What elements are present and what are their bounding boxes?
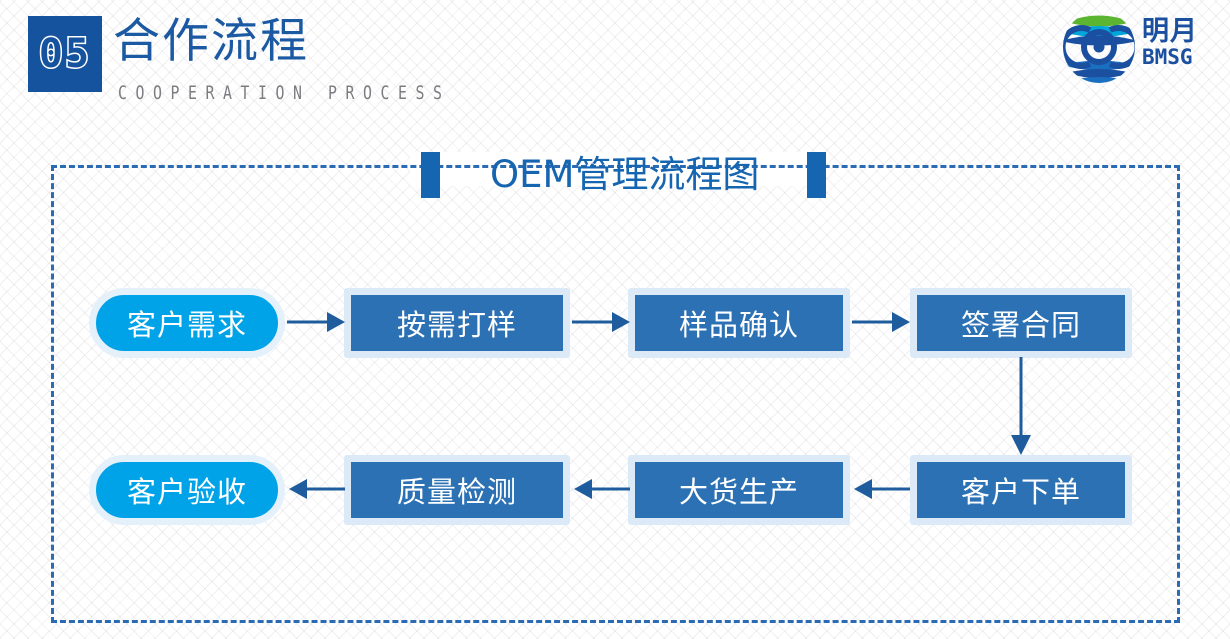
flow-node-label: 客户验收 bbox=[126, 475, 247, 509]
diagram-title-group: OEM管理流程图 bbox=[421, 147, 827, 203]
logo-wordmark: 明月 BMSG bbox=[1142, 18, 1218, 69]
flow-node-label: 样品确认 bbox=[678, 308, 799, 342]
arrow-right-icon-3 bbox=[852, 308, 912, 336]
flow-node-label: 客户需求 bbox=[126, 308, 247, 342]
arrow-left-icon-3 bbox=[287, 475, 347, 503]
flow-node-dahuoshengchan[interactable]: 大货生产 bbox=[628, 455, 850, 525]
flow-node-yangpinqueren[interactable]: 样品确认 bbox=[628, 288, 850, 358]
flow-node-label: 大货生产 bbox=[678, 475, 799, 509]
arrow-left-icon-2 bbox=[572, 475, 632, 503]
flow-node-label: 质量检测 bbox=[396, 475, 517, 509]
page-title: 合作流程 bbox=[113, 14, 309, 69]
flow-node-zhiliangjiance[interactable]: 质量检测 bbox=[344, 455, 570, 525]
flow-node-label: 按需打样 bbox=[396, 308, 517, 342]
slide-header: 05 合作流程 COOPERATION PROCESS bbox=[0, 0, 1230, 120]
title-accent-bar-right-icon bbox=[807, 152, 827, 198]
section-number-text: 05 bbox=[37, 30, 92, 79]
logo-chinese-name: 明月 bbox=[1142, 16, 1198, 47]
brand-logo: 明月 BMSG bbox=[1060, 6, 1220, 88]
logo-english-name: BMSG bbox=[1142, 45, 1193, 69]
flow-node-kehuxuqiu[interactable]: 客户需求 bbox=[89, 288, 285, 358]
diagram-title: OEM管理流程图 bbox=[490, 153, 760, 196]
page-subtitle: COOPERATION PROCESS bbox=[118, 82, 451, 104]
flow-node-anxudayang[interactable]: 按需打样 bbox=[344, 288, 570, 358]
title-accent-bar-left-icon bbox=[421, 152, 440, 198]
globe-logo-icon bbox=[1060, 8, 1138, 86]
flow-node-label: 签署合同 bbox=[960, 308, 1081, 342]
arrow-down-icon bbox=[1005, 357, 1037, 457]
flow-node-kehuyanshou[interactable]: 客户验收 bbox=[89, 455, 285, 525]
arrow-right-icon-2 bbox=[572, 308, 632, 336]
arrow-left-icon-1 bbox=[852, 475, 912, 503]
arrow-right-icon-1 bbox=[287, 308, 347, 336]
flow-node-qianshuhetong[interactable]: 签署合同 bbox=[910, 288, 1132, 358]
flow-node-kehuxiadan[interactable]: 客户下单 bbox=[910, 455, 1132, 525]
section-number-badge: 05 bbox=[28, 16, 102, 92]
flow-node-label: 客户下单 bbox=[960, 475, 1081, 509]
